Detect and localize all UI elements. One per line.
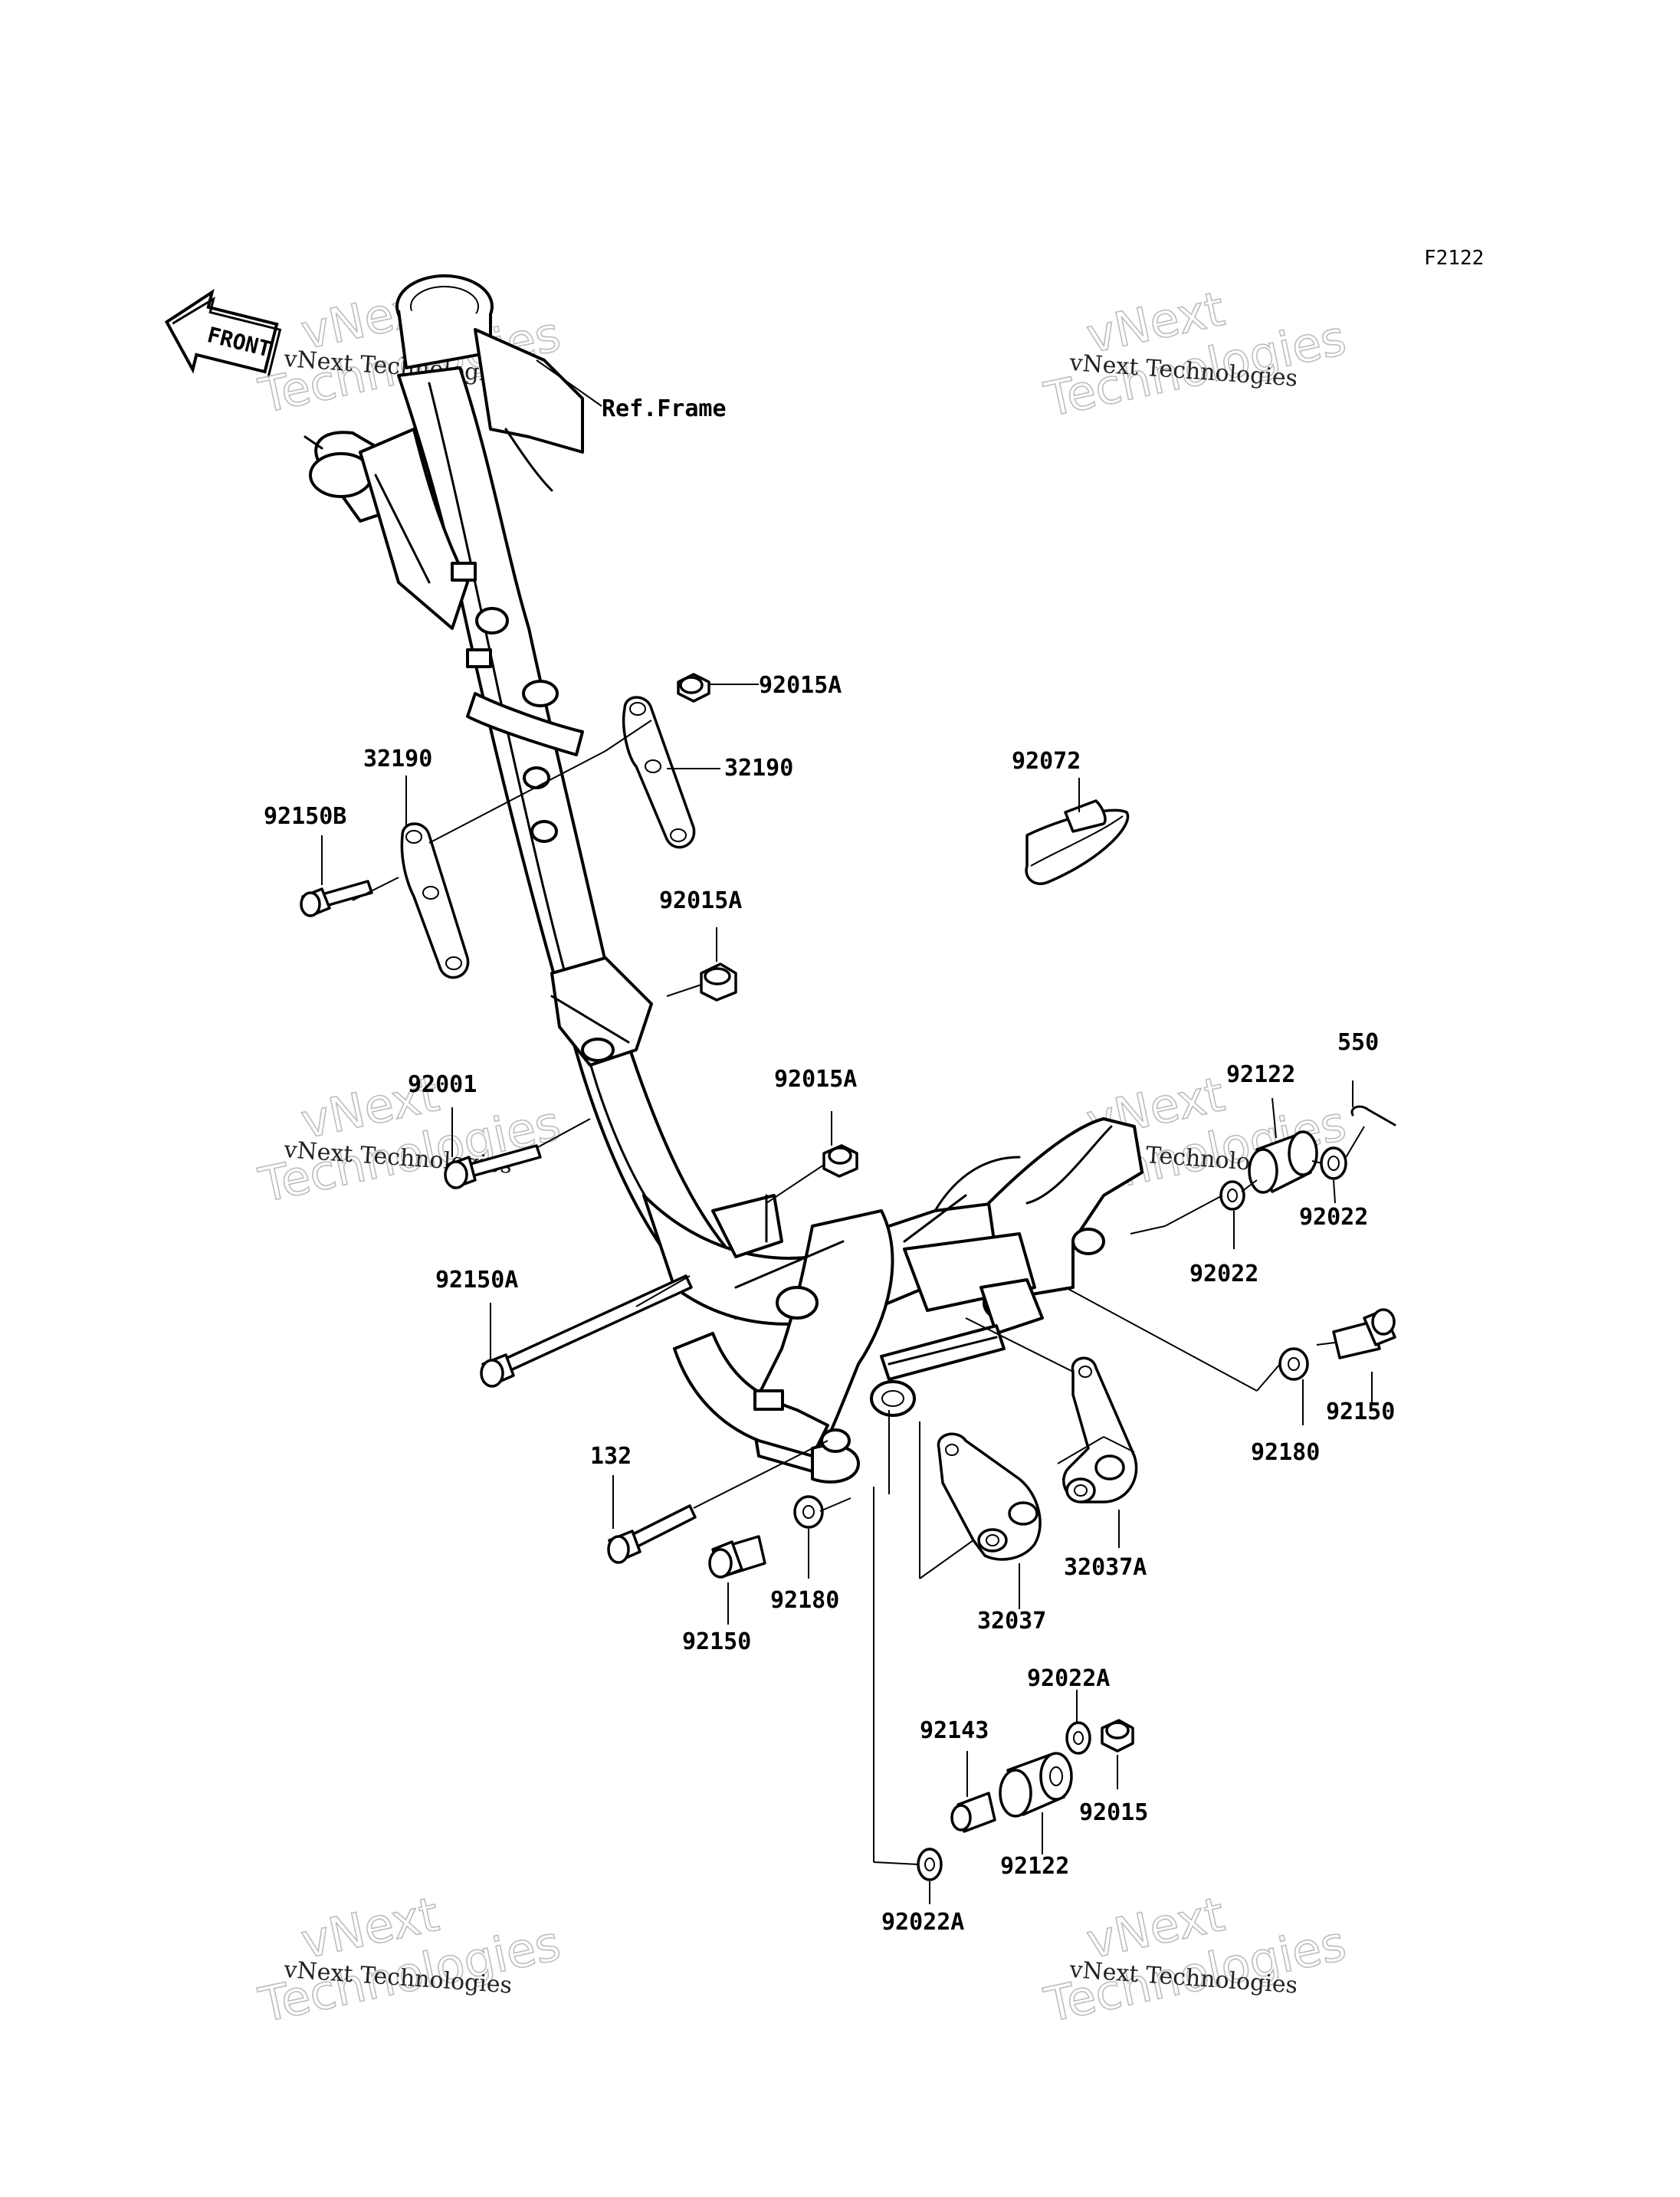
- label-92015A: 92015A: [759, 672, 842, 699]
- label-92022: 92022: [1189, 1261, 1258, 1287]
- label-92015: 92015: [1079, 1799, 1148, 1826]
- bush-92122-top: [1248, 1130, 1318, 1194]
- plate-32190-right: [622, 696, 696, 849]
- bolt-92150A: [480, 1274, 693, 1388]
- clamp-band-92072: [1025, 799, 1130, 885]
- label-92122: 92122: [1226, 1061, 1295, 1088]
- watermark: vNext Technologies: [1039, 280, 1351, 428]
- watermark: vNext Technologies: [254, 1065, 566, 1214]
- label-92022A: 92022A: [881, 1909, 964, 1936]
- watermark: vNext Technologies: [1039, 1885, 1351, 2034]
- plate-32190-left: [400, 822, 470, 979]
- label-132: 132: [590, 1443, 632, 1470]
- label-32037: 32037: [977, 1608, 1046, 1635]
- label-550: 550: [1337, 1029, 1379, 1056]
- label-32190: 32190: [363, 746, 432, 772]
- bush-92122-bottom: [999, 1752, 1073, 1818]
- label-92015A: 92015A: [659, 887, 742, 914]
- label-92150A: 92150A: [435, 1267, 518, 1294]
- label-92015A: 92015A: [774, 1066, 857, 1093]
- washer-92180-right: [1278, 1347, 1309, 1381]
- bolt-132: [607, 1504, 697, 1564]
- cotter-pin-550: [1350, 1105, 1396, 1126]
- label-32037A: 32037A: [1064, 1554, 1147, 1581]
- bolt-92150-right: [1332, 1308, 1396, 1359]
- callout-labels: Ref.Frame 92015A 32190 32190 92150B 9207…: [264, 395, 1395, 1936]
- bolt-92150B: [300, 880, 373, 917]
- label-ref-frame: Ref.Frame: [602, 395, 727, 422]
- nut-92015: [1101, 1719, 1134, 1753]
- washer-92180-left: [793, 1495, 824, 1529]
- collar-92143: [950, 1792, 996, 1833]
- bolt-92150-left: [708, 1535, 766, 1579]
- label-92150B: 92150B: [264, 803, 346, 830]
- label-92143: 92143: [920, 1717, 989, 1744]
- washer-92022A-bottom: [917, 1848, 943, 1881]
- label-32190: 32190: [724, 755, 793, 782]
- nut-92015A-lower: [822, 1144, 858, 1178]
- label-92022A: 92022A: [1027, 1665, 1110, 1692]
- bracket-32037: [937, 1432, 1042, 1561]
- label-92150: 92150: [682, 1628, 751, 1655]
- figure-code: F2122: [1424, 247, 1484, 270]
- washer-92022A-top: [1065, 1721, 1091, 1755]
- washer-92022-mid: [1219, 1180, 1245, 1211]
- leader-lines: [321, 359, 1373, 1904]
- label-92180: 92180: [1251, 1439, 1320, 1466]
- label-92122: 92122: [1000, 1853, 1069, 1880]
- front-arrow-icon: FRONT: [164, 288, 282, 378]
- label-92072: 92072: [1012, 748, 1081, 775]
- label-92180: 92180: [770, 1587, 839, 1614]
- label-92022: 92022: [1299, 1204, 1368, 1231]
- watermark: vNext Technologies: [254, 1885, 566, 2034]
- washer-92022-right: [1320, 1146, 1347, 1180]
- label-92150: 92150: [1326, 1399, 1395, 1425]
- nut-92015A-top: [677, 673, 710, 703]
- bracket-32037A: [1062, 1356, 1138, 1503]
- nut-92015A-middle: [700, 962, 737, 1002]
- label-92001: 92001: [408, 1071, 477, 1098]
- bolt-92001: [444, 1144, 542, 1189]
- motorcycle-frame: [304, 274, 1144, 1484]
